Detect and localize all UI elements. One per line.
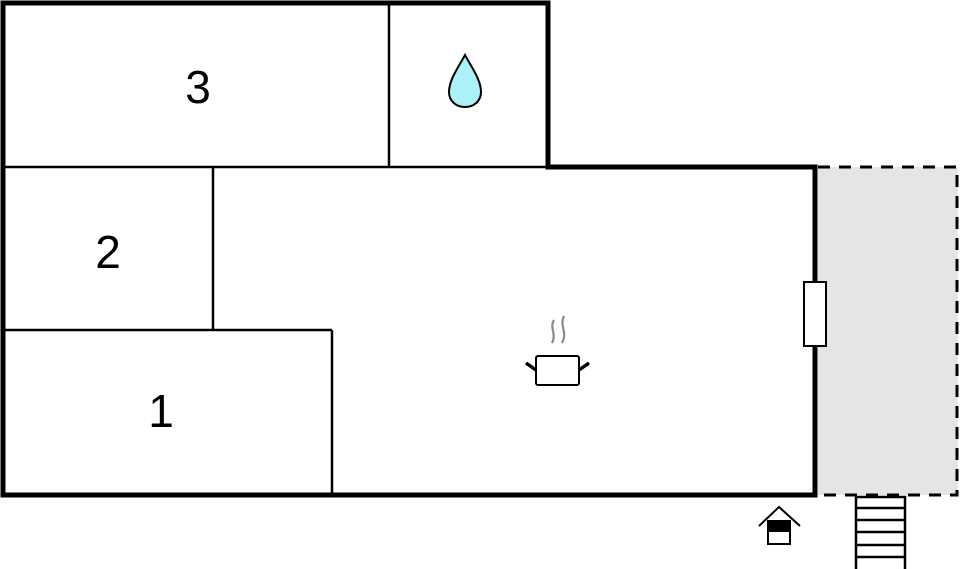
stairs-icon bbox=[854, 495, 907, 569]
water-drop-icon bbox=[447, 52, 483, 109]
exterior-walls bbox=[0, 0, 818, 498]
room-label-2: 2 bbox=[95, 226, 121, 278]
interior-walls bbox=[3, 3, 548, 495]
room-label-1: 1 bbox=[148, 385, 174, 437]
door-window-icon bbox=[803, 281, 827, 347]
entrance-house-icon bbox=[758, 505, 801, 545]
cooking-pot-icon bbox=[524, 315, 591, 386]
terrace bbox=[818, 165, 959, 497]
room-label-3: 3 bbox=[185, 61, 211, 113]
